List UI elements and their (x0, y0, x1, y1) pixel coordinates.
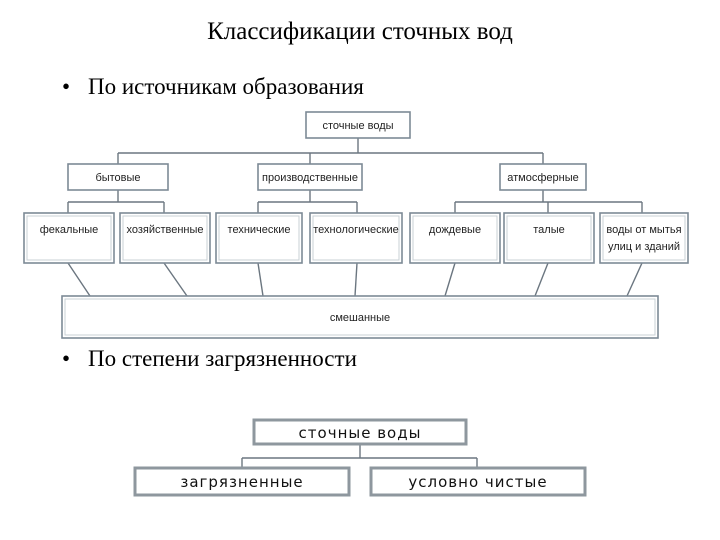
diagram1-level2-node: талые (503, 212, 595, 264)
diagram1-level2-node: технические (215, 212, 303, 264)
diagram2-child-node: условно чистые (369, 466, 587, 497)
node-label: технические (228, 224, 291, 236)
diagram1-level1-node: атмосферные (499, 163, 587, 191)
node-label: смешанные (330, 312, 390, 324)
diagram1-level1-node: производственные (257, 163, 363, 191)
node-label: производственные (262, 172, 358, 184)
node-label: улиц и зданий (608, 241, 680, 253)
diagram2-connectors (241, 444, 478, 468)
diagram1-level2-node: хозяйственные (119, 212, 211, 264)
diagram1-level2-node: дождевые (409, 212, 501, 264)
diagram1-level1-node: бытовые (67, 163, 169, 191)
node-label: талые (533, 224, 564, 236)
node-label: дождевые (429, 224, 481, 236)
bullet-dot: • (62, 74, 71, 99)
bullet-pollution: • По степени загрязненности (62, 346, 357, 372)
diagram1-connectors (67, 138, 643, 297)
bullet-sources-text: По источникам образования (88, 74, 364, 99)
bullet-pollution-text: По степени загрязненности (88, 346, 357, 371)
node-label: бытовые (95, 172, 140, 184)
node-label: загрязненные (180, 473, 303, 491)
diagram1-level2-node: воды от мытья улиц и зданий (599, 212, 689, 264)
diagram1-level2-node: технологические (309, 212, 403, 264)
node-label: технологические (313, 224, 398, 236)
node-label: хозяйственные (126, 224, 203, 236)
diagram1-bottom-node: смешанные (61, 295, 659, 339)
bullet-sources: • По источникам образования (62, 74, 364, 100)
diagram2-root-node: сточные воды (252, 418, 468, 446)
node-label: условно чистые (408, 473, 547, 491)
node-label: фекальные (40, 224, 99, 236)
bullet-dot: • (62, 346, 71, 371)
diagram1-root-label: сточные воды (322, 120, 393, 132)
node-label: сточные воды (299, 424, 422, 442)
page-title: Классификации сточных вод (207, 18, 513, 45)
diagram2-child-node: загрязненные (133, 466, 351, 497)
diagram1-root-node: сточные воды (305, 111, 411, 139)
diagram1-level2-node: фекальные (23, 212, 115, 264)
node-label: атмосферные (507, 172, 578, 184)
node-label: воды от мытья (606, 224, 681, 236)
